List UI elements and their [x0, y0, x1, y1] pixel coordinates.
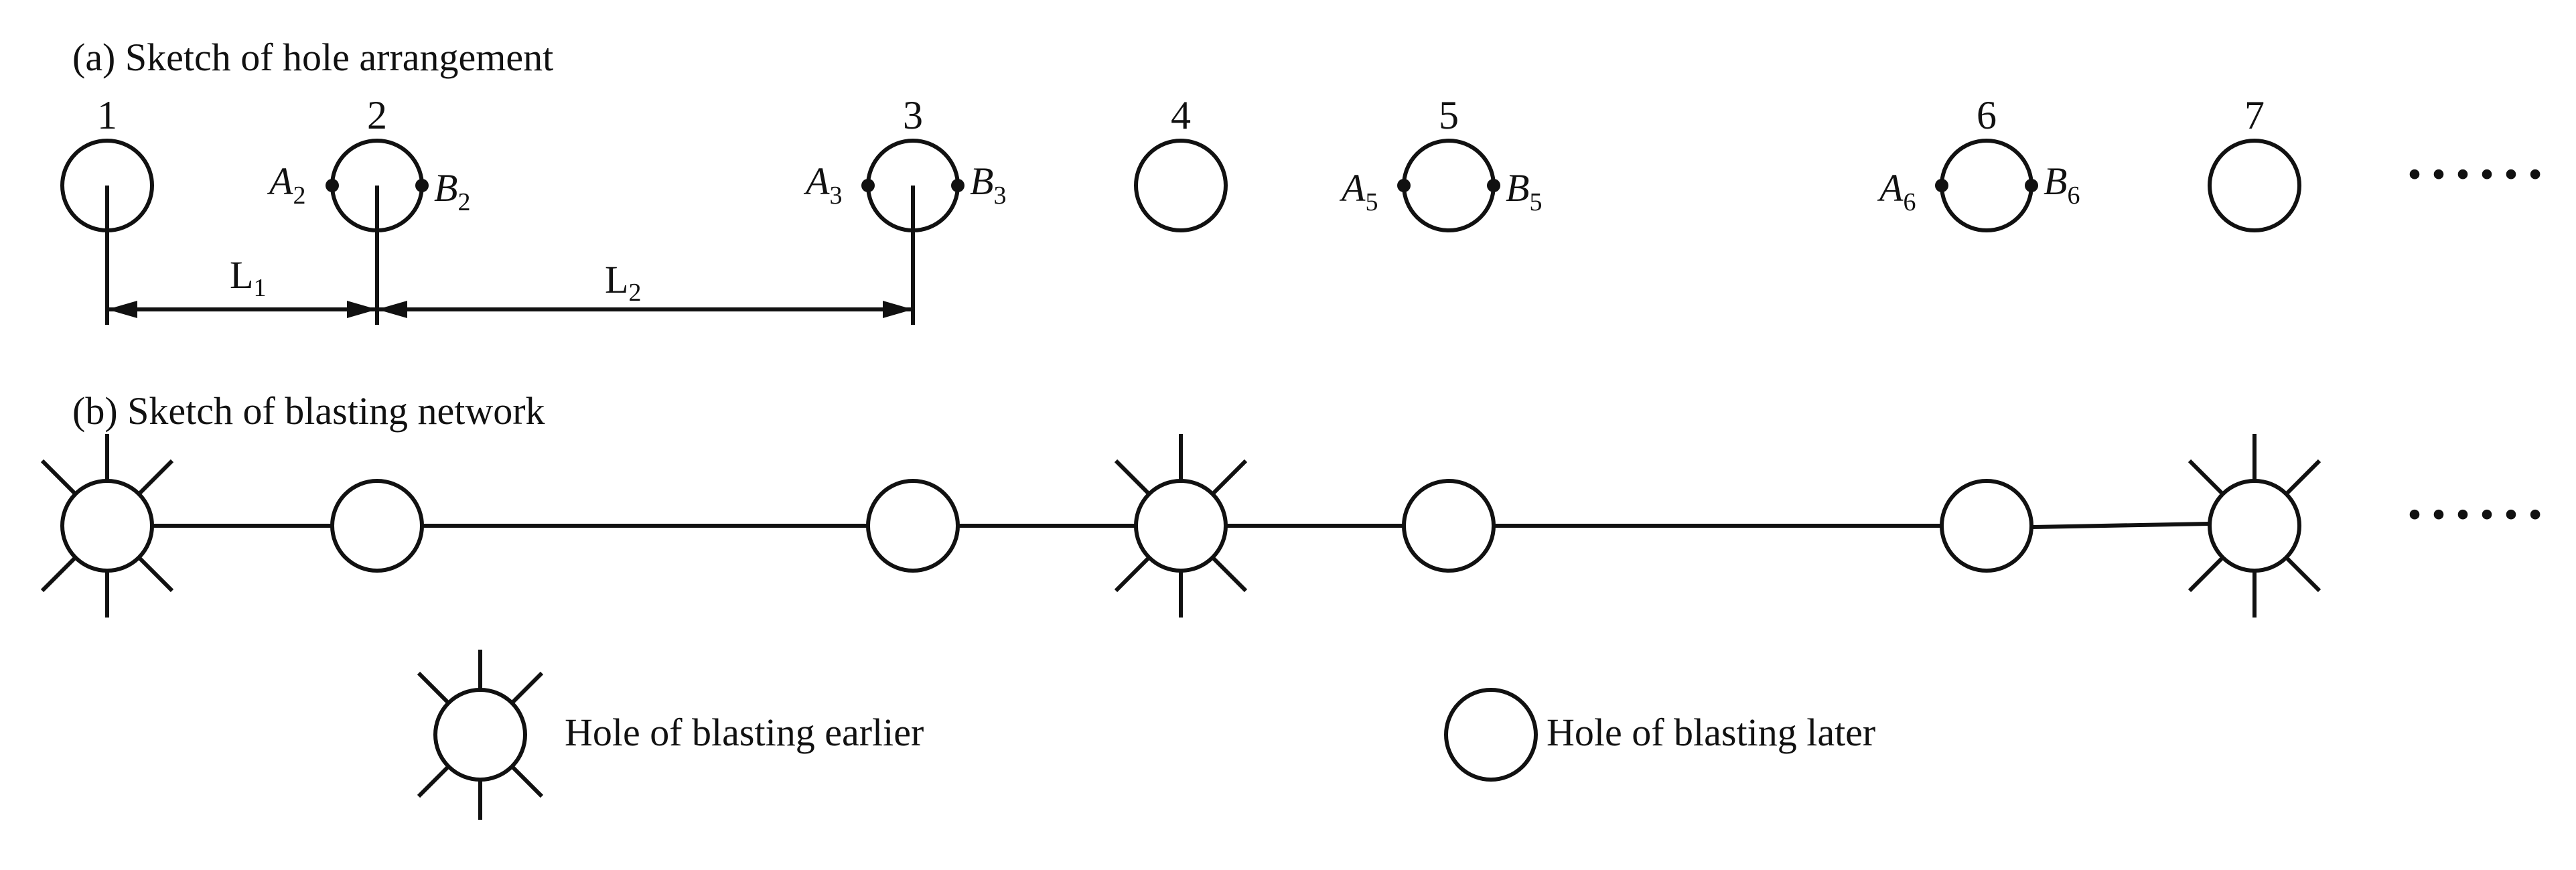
panel-b-title: (b) Sketch of blasting network [72, 389, 545, 433]
hole-number-6: 6 [1977, 93, 1997, 137]
network-hole-2-later [330, 479, 424, 573]
legend-later-symbol [1444, 688, 1538, 782]
label-a5: A5 [1339, 166, 1378, 216]
ellipsis-b: ······ [2405, 482, 2549, 548]
label-b5: B5 [1506, 166, 1542, 216]
dimension-l2 [377, 301, 913, 318]
legend-later-label: Hole of blasting later [1547, 711, 1875, 754]
panel-a-title: (a) Sketch of hole arrangement [72, 35, 553, 79]
point-a5 [1397, 179, 1411, 192]
network-link-6-7 [2031, 522, 2210, 529]
network-lines [152, 522, 2210, 529]
point-a6 [1935, 179, 1948, 192]
label-l2: L2 [605, 258, 641, 307]
hole-5 [1402, 139, 1496, 232]
measurement-points [326, 179, 2038, 192]
hole-number-5: 5 [1439, 93, 1459, 137]
network-hole-6-later [1940, 479, 2033, 573]
hole-number-4: 4 [1171, 93, 1191, 137]
point-b3 [951, 179, 964, 192]
legend-earlier-symbol [417, 650, 544, 820]
hole-6 [1940, 139, 2033, 232]
label-b2: B2 [434, 166, 470, 216]
label-a3: A3 [803, 159, 842, 210]
network-hole-1-earlier [40, 434, 174, 618]
point-a3 [861, 179, 875, 192]
point-b2 [415, 179, 429, 192]
hole-number-7: 7 [2244, 93, 2265, 137]
legend-earlier-label: Hole of blasting earlier [565, 711, 924, 754]
label-b6: B6 [2044, 159, 2080, 210]
point-a2 [326, 179, 339, 192]
network-hole-5-later [1402, 479, 1496, 573]
hole-7 [2208, 139, 2301, 232]
point-b6 [2025, 179, 2038, 192]
label-l1: L1 [230, 253, 266, 302]
hole-number-2: 2 [367, 93, 387, 137]
network-hole-4-earlier [1114, 434, 1248, 618]
label-a6: A6 [1877, 166, 1916, 216]
network-hole-7-earlier [2188, 434, 2321, 618]
dimension-l1 [107, 301, 377, 318]
hole-number-1: 1 [97, 93, 117, 137]
label-a2: A2 [267, 159, 305, 210]
legend: Hole of blasting earlier Hole of blastin… [417, 650, 1875, 820]
label-b3: B3 [970, 159, 1006, 210]
hole-number-3: 3 [903, 93, 923, 137]
point-b5 [1487, 179, 1500, 192]
hole-4 [1134, 139, 1228, 232]
network-hole-3-later [866, 479, 960, 573]
ellipsis-a: ······ [2405, 141, 2549, 208]
